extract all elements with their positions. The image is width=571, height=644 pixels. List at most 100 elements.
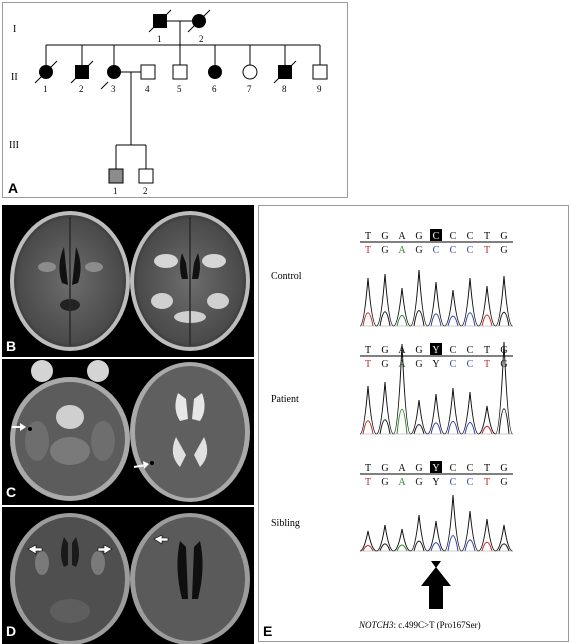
pedigree-label-II2: 2 (79, 84, 84, 94)
base-call: T (365, 345, 371, 356)
base-call-colored: C (450, 245, 457, 256)
pedigree-label-I2: 2 (199, 34, 204, 44)
chromatogram-peak (396, 544, 408, 552)
chromatogram-peak (447, 315, 459, 327)
base-call: G (381, 231, 388, 242)
panel-label-C: C (6, 484, 17, 500)
base-call-colored: C (450, 359, 457, 370)
base-call: G (415, 231, 422, 242)
base-call-colored: C (450, 477, 457, 488)
pedigree-II7-unaffected-female (242, 64, 258, 80)
highlight-box (430, 343, 442, 355)
highlight-box (430, 461, 442, 473)
chromatogram-peak (447, 535, 459, 552)
base-call-colored: A (398, 245, 406, 256)
chromatogram-peak (481, 425, 493, 435)
base-call-colored: Y (432, 477, 439, 488)
base-call: T (484, 463, 490, 474)
pedigree-label-II6: 6 (212, 84, 217, 94)
generation-label-1: I (13, 24, 16, 35)
panel-label-A: A (8, 180, 19, 196)
pedigree-label-II1: 1 (43, 84, 48, 94)
highlight-box (430, 229, 442, 241)
base-call: G (381, 463, 388, 474)
base-call-colored: G (381, 359, 388, 370)
pedigree-label-II9: 9 (317, 84, 322, 94)
base-call: T (484, 231, 490, 242)
chromatogram-peak (379, 311, 391, 327)
chromatogram-peak (430, 313, 442, 327)
lesion-arrow (97, 544, 113, 555)
pedigree-label-I1: 1 (157, 34, 162, 44)
pedigree-II3-affected-female-proband (107, 65, 121, 79)
base-call-colored: T (484, 359, 490, 370)
chromatogram-peak (447, 420, 459, 435)
pedigree-panel: I II III 1 2 (2, 2, 348, 198)
chromatogram-peak (498, 543, 510, 552)
pedigree-label-II3: 3 (111, 84, 116, 94)
mri-image-b (10, 211, 250, 351)
chromatogram-peak (379, 543, 391, 552)
base-call: C (467, 463, 474, 474)
chromatogram-peak (396, 315, 408, 327)
mri-image-c (10, 360, 250, 502)
lesion-arrow (153, 534, 169, 545)
base-call: C (467, 345, 474, 356)
base-call: C (467, 231, 474, 242)
chromatogram-peak (362, 545, 374, 552)
panel-label-D: D (6, 623, 17, 639)
chromatogram-peak (413, 310, 425, 327)
lesion-arrow (27, 544, 43, 555)
pedigree-label-III1: 1 (113, 186, 118, 196)
chromatogram-peak (464, 312, 476, 327)
marker-triangle (431, 561, 441, 568)
pedigree-II6-affected-female (208, 65, 222, 79)
deceased-mark (273, 60, 297, 84)
base-call-colored: T (365, 477, 371, 488)
chromatogram-trace (359, 341, 513, 435)
pedigree-chart: I II III 1 2 (9, 9, 328, 196)
gen1-lines (45, 20, 321, 65)
base-call: C (450, 345, 457, 356)
base-call-colored: T (484, 245, 490, 256)
base-call: C (450, 231, 457, 242)
panel-label-B: B (6, 338, 17, 354)
chromatogram-peak (481, 314, 493, 327)
pedigree-label-II4: 4 (145, 84, 150, 94)
mri-row-d: D (2, 507, 254, 644)
chromatogram-peak (498, 408, 510, 435)
base-call: G (415, 345, 422, 356)
chromatogram-figure: TTGGAAGGCCCCCCTTGGTTGGAAGGYYCCCCTTGGTTGG… (359, 229, 513, 609)
mri-row-b: B (2, 205, 254, 357)
pedigree-label-II7: 7 (247, 84, 252, 94)
base-call-colored: G (415, 477, 422, 488)
base-call-colored: G (500, 359, 507, 370)
base-call-colored: T (365, 245, 371, 256)
pedigree-II4-unaffected-male (140, 64, 156, 80)
base-call: G (500, 231, 507, 242)
base-call: T (365, 463, 371, 474)
chromatogram-trace (359, 269, 513, 327)
base-call-colored: G (381, 245, 388, 256)
chromatogram-peak (396, 409, 408, 435)
base-call: G (415, 463, 422, 474)
base-call-colored: T (365, 359, 371, 370)
sequence-label-sibling: Sibling (271, 518, 300, 529)
base-call-colored: G (381, 477, 388, 488)
base-call: G (381, 345, 388, 356)
base-call: G (500, 463, 507, 474)
base-call: Y (432, 463, 439, 474)
chromatogram-trace (359, 494, 513, 552)
base-call: C (450, 463, 457, 474)
chromatogram-peak (413, 540, 425, 552)
mutation-arrow-shaft (429, 583, 443, 609)
pedigree-label-III2: 2 (143, 186, 148, 196)
chromatogram-peak (362, 420, 374, 435)
deceased-mark (34, 60, 58, 84)
generation-label-2: II (11, 72, 18, 83)
chromatogram-peak (498, 311, 510, 327)
mri-row-c: C (2, 359, 254, 505)
pedigree-III2-unaffected-male (138, 168, 154, 184)
base-call: Y (432, 345, 439, 356)
